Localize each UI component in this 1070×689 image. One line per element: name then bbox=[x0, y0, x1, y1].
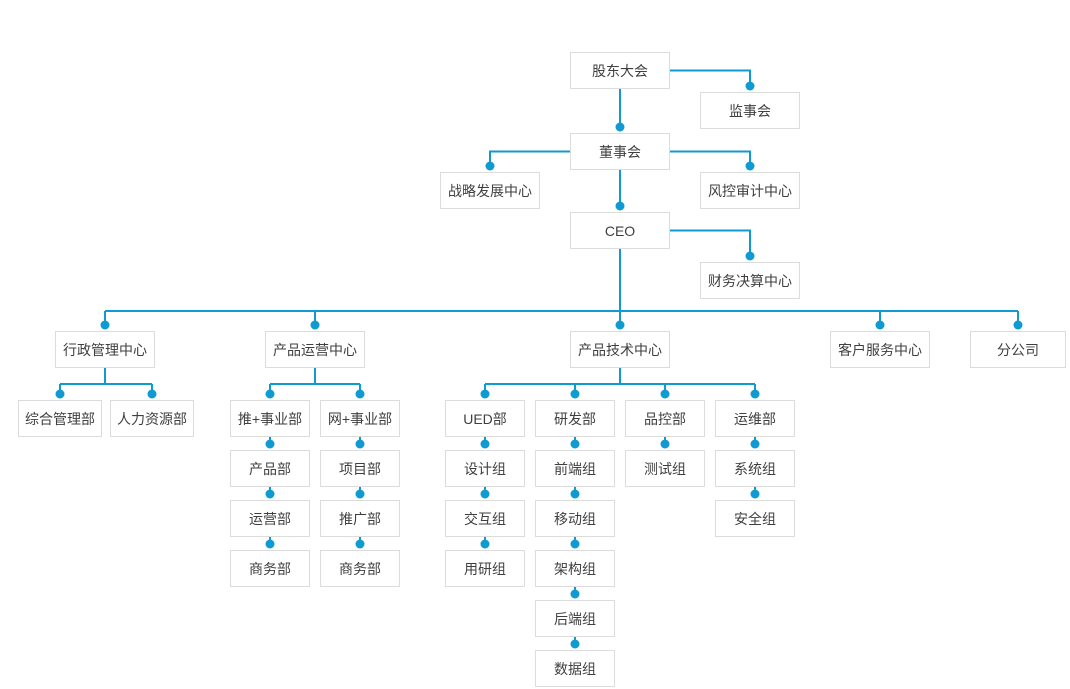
connector-dot bbox=[570, 539, 580, 549]
org-node-hr[interactable]: 人力资源部 bbox=[110, 400, 194, 437]
org-node-data-team[interactable]: 数据组 bbox=[535, 650, 615, 687]
org-node-frontend[interactable]: 前端组 bbox=[535, 450, 615, 487]
org-node-branch[interactable]: 分公司 bbox=[970, 331, 1066, 368]
connector-dot bbox=[660, 439, 670, 449]
connector-dot bbox=[265, 389, 275, 399]
connector-dot bbox=[570, 389, 580, 399]
connector-line bbox=[670, 229, 751, 256]
connector-dot bbox=[660, 389, 670, 399]
org-node-biz-dept-2[interactable]: 商务部 bbox=[320, 550, 400, 587]
org-node-interaction[interactable]: 交互组 bbox=[445, 500, 525, 537]
connector-dot bbox=[100, 320, 110, 330]
org-node-rd[interactable]: 研发部 bbox=[535, 400, 615, 437]
connector-dot bbox=[750, 439, 760, 449]
org-node-ceo[interactable]: CEO bbox=[570, 212, 670, 249]
connector-dot bbox=[147, 389, 157, 399]
org-node-project-dept[interactable]: 项目部 bbox=[320, 450, 400, 487]
org-node-ops[interactable]: 运维部 bbox=[715, 400, 795, 437]
connector-dot bbox=[615, 201, 625, 211]
connector-dot bbox=[355, 489, 365, 499]
org-node-design[interactable]: 设计组 bbox=[445, 450, 525, 487]
org-node-promotion-dept[interactable]: 推广部 bbox=[320, 500, 400, 537]
org-node-tui-bu[interactable]: 推+事业部 bbox=[230, 400, 310, 437]
connector-dot bbox=[1013, 320, 1023, 330]
connector-dot bbox=[745, 251, 755, 261]
connector-dot bbox=[570, 589, 580, 599]
connector-dot bbox=[485, 161, 495, 171]
connector-dot bbox=[480, 539, 490, 549]
connector-dot bbox=[615, 320, 625, 330]
org-node-admin[interactable]: 行政管理中心 bbox=[55, 331, 155, 368]
org-node-shareholders[interactable]: 股东大会 bbox=[570, 52, 670, 89]
org-node-biz-dept-1[interactable]: 商务部 bbox=[230, 550, 310, 587]
org-node-testing[interactable]: 测试组 bbox=[625, 450, 705, 487]
connector-line bbox=[489, 150, 570, 166]
org-node-product-ops[interactable]: 产品运营中心 bbox=[265, 331, 365, 368]
connector-dot bbox=[355, 439, 365, 449]
connector-dot bbox=[265, 439, 275, 449]
connector-dot bbox=[570, 639, 580, 649]
org-node-mobile[interactable]: 移动组 bbox=[535, 500, 615, 537]
org-node-operations-dept[interactable]: 运营部 bbox=[230, 500, 310, 537]
connector-dot bbox=[875, 320, 885, 330]
connector-dot bbox=[310, 320, 320, 330]
connector-dot bbox=[480, 489, 490, 499]
org-node-board[interactable]: 董事会 bbox=[570, 133, 670, 170]
connector-dot bbox=[55, 389, 65, 399]
org-node-backend[interactable]: 后端组 bbox=[535, 600, 615, 637]
org-node-system[interactable]: 系统组 bbox=[715, 450, 795, 487]
connector-dot bbox=[570, 439, 580, 449]
org-node-architecture[interactable]: 架构组 bbox=[535, 550, 615, 587]
org-node-strategy[interactable]: 战略发展中心 bbox=[440, 172, 540, 209]
connector-dot bbox=[750, 489, 760, 499]
org-node-ued[interactable]: UED部 bbox=[445, 400, 525, 437]
org-node-customer-service[interactable]: 客户服务中心 bbox=[830, 331, 930, 368]
connector-line bbox=[670, 150, 751, 166]
connector-dot bbox=[480, 389, 490, 399]
org-node-qc[interactable]: 品控部 bbox=[625, 400, 705, 437]
org-node-security[interactable]: 安全组 bbox=[715, 500, 795, 537]
connector-dot bbox=[480, 439, 490, 449]
connector-dot bbox=[745, 81, 755, 91]
org-node-general-mgmt[interactable]: 综合管理部 bbox=[18, 400, 102, 437]
org-node-risk[interactable]: 风控审计中心 bbox=[700, 172, 800, 209]
org-node-product-dept[interactable]: 产品部 bbox=[230, 450, 310, 487]
connector-dot bbox=[750, 389, 760, 399]
connector-dot bbox=[745, 161, 755, 171]
org-node-wang-bu[interactable]: 网+事业部 bbox=[320, 400, 400, 437]
org-node-product-tech[interactable]: 产品技术中心 bbox=[570, 331, 670, 368]
connector-dot bbox=[355, 389, 365, 399]
connector-dot bbox=[265, 489, 275, 499]
connector-dot bbox=[265, 539, 275, 549]
org-node-supervisory[interactable]: 监事会 bbox=[700, 92, 800, 129]
connector-dot bbox=[570, 489, 580, 499]
connector-line bbox=[670, 69, 751, 86]
org-node-finance[interactable]: 财务决算中心 bbox=[700, 262, 800, 299]
connector-dot bbox=[355, 539, 365, 549]
connector-dot bbox=[615, 122, 625, 132]
org-node-user-research[interactable]: 用研组 bbox=[445, 550, 525, 587]
